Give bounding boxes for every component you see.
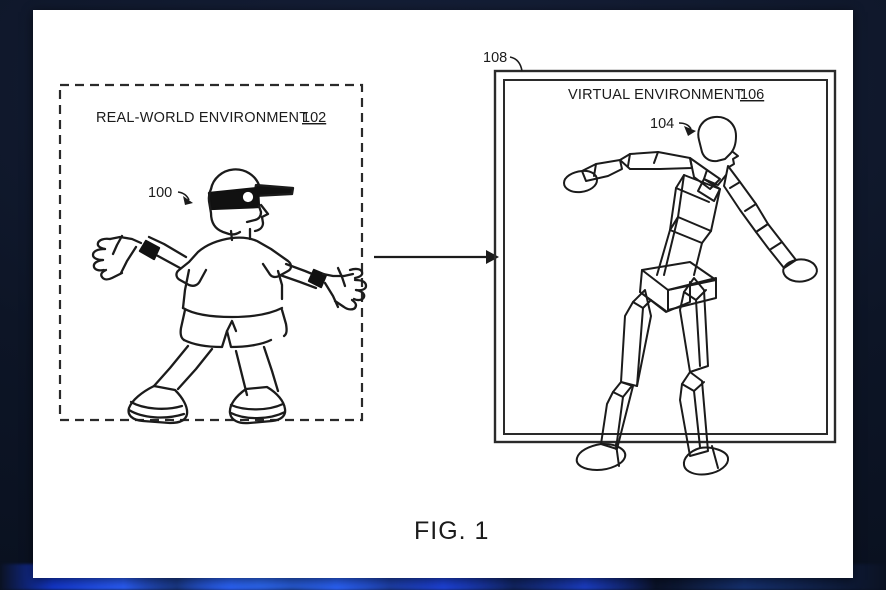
subject-leader-arrowhead: [183, 196, 193, 205]
avatar-leader-line: [678, 122, 692, 130]
real-world-environment-title: REAL-WORLD ENVIRONMENT: [96, 110, 308, 126]
subject-leader-line: [177, 191, 190, 201]
subject-ref-label: 100: [148, 185, 172, 201]
virtual-environment-outer-box: [493, 69, 837, 444]
virtual-environment-ref: 106: [740, 87, 764, 103]
figure-caption: FIG. 1: [414, 517, 489, 545]
person-figure: [91, 168, 368, 425]
virtual-environment-outer-leader: [509, 56, 523, 72]
avatar-leader-arrowhead: [684, 126, 696, 136]
virtual-environment-title: VIRTUAL ENVIRONMENT: [568, 87, 743, 103]
wireframe-avatar: [563, 115, 818, 476]
virtual-environment-inner-box: [503, 79, 828, 435]
real-world-environment-box: [58, 83, 364, 422]
virtual-environment-outer-ref: 108: [483, 50, 507, 66]
avatar-ref-label: 104: [650, 116, 674, 132]
mapping-arrow: [374, 250, 499, 264]
real-world-environment-ref: 102: [302, 110, 326, 126]
